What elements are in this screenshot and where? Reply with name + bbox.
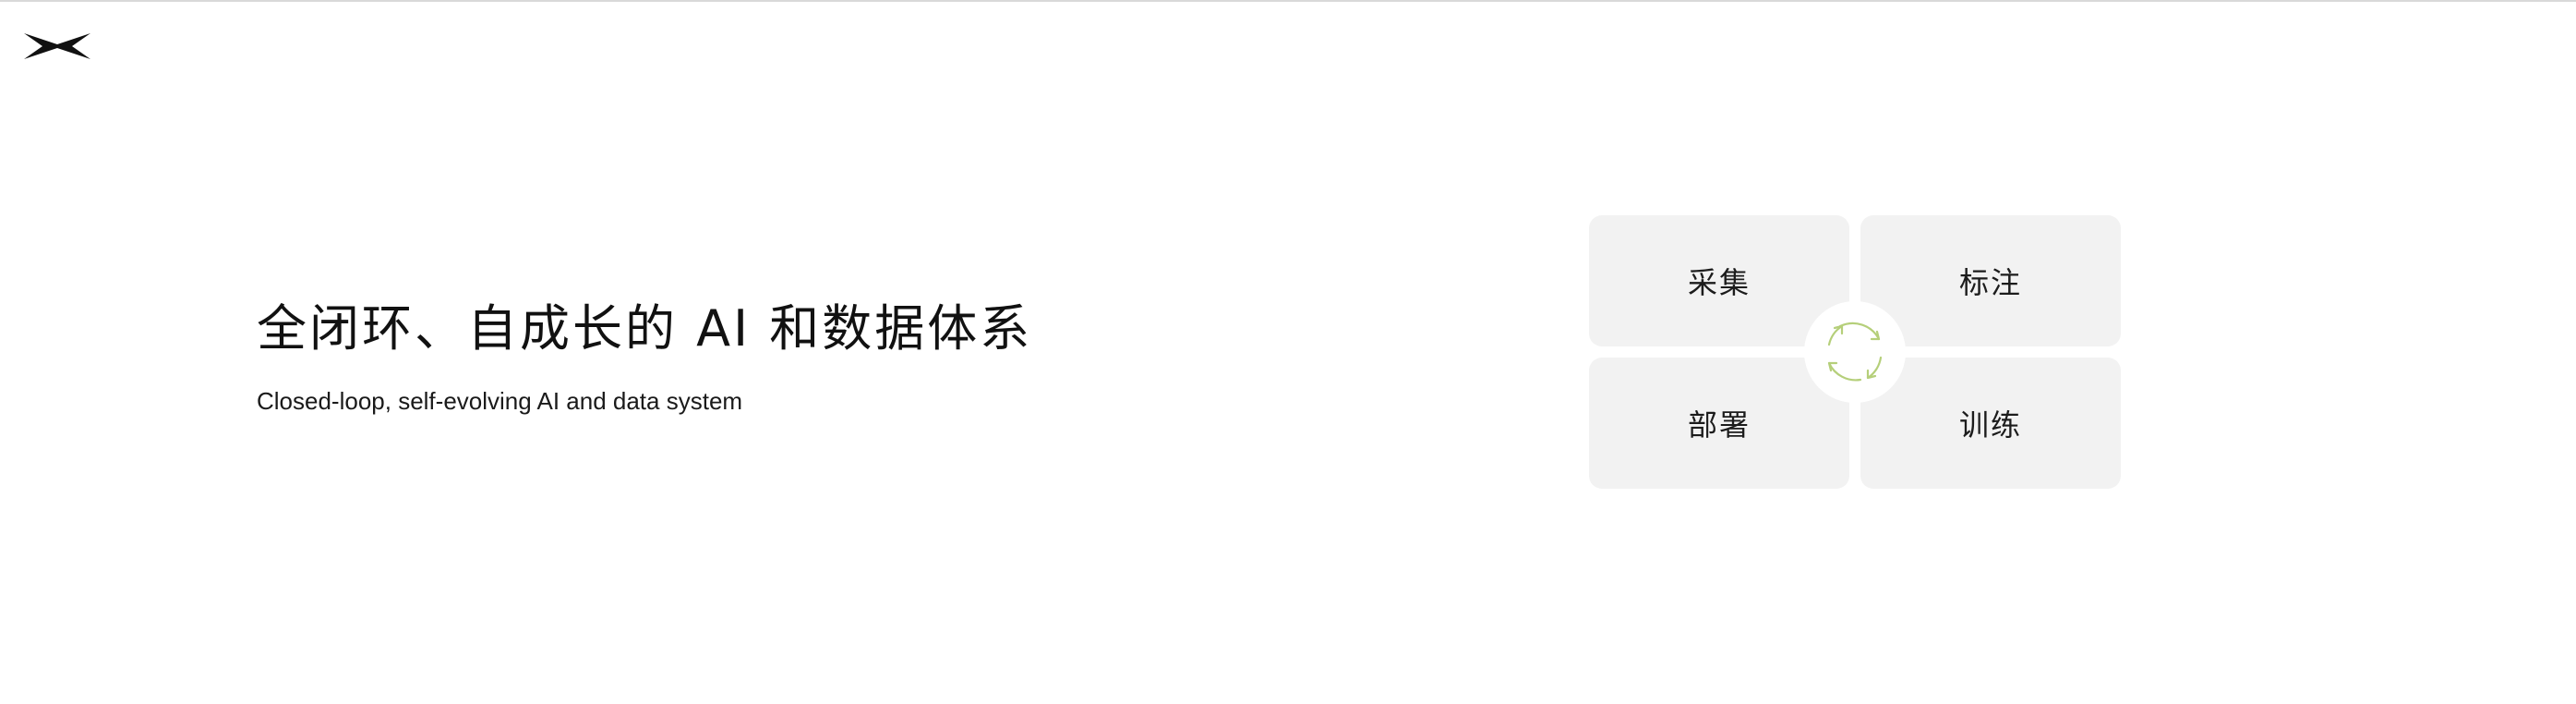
step-label: 标注 [1958, 265, 2022, 300]
step-label: 采集 [1687, 265, 1751, 300]
brand-x-logo-icon[interactable] [24, 26, 90, 67]
hero-subtitle: Closed-loop, self-evolving AI and data s… [257, 387, 743, 415]
step-tile-train: 训练 [1860, 358, 2121, 489]
cycle-arrows-icon [1827, 322, 1883, 382]
step-tile-collect: 采集 [1589, 215, 1849, 346]
step-tile-deploy: 部署 [1589, 358, 1849, 489]
top-border [0, 0, 2576, 2]
data-loop-diagram: 采集 标注 部署 训练 [1589, 215, 2121, 489]
step-label: 部署 [1687, 407, 1751, 443]
cycle-center [1804, 301, 1906, 403]
step-label: 训练 [1958, 407, 2022, 443]
hero-title: 全闭环、自成长的 AI 和数据体系 [257, 299, 1033, 358]
hero-section: 全闭环、自成长的 AI 和数据体系 Closed-loop, self-evol… [257, 292, 1272, 418]
step-tile-annotate: 标注 [1860, 215, 2121, 346]
